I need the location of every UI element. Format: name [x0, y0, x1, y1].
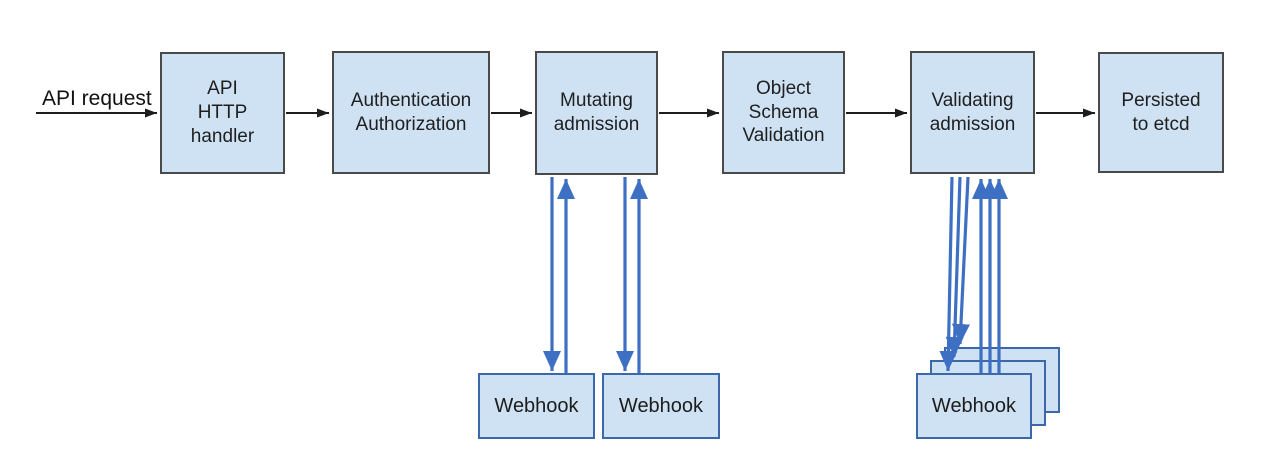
mutating-webhook-2: Webhook	[602, 373, 720, 439]
validating-webhook: Webhook	[916, 373, 1032, 439]
stage-validating-admission-label: Validating admission	[929, 89, 1016, 135]
stage-api-http-handler-label: API HTTP handler	[190, 78, 255, 147]
stage-persisted-to-etcd-label: Persisted to etcd	[1121, 89, 1201, 135]
mutating-webhook-1-label: Webhook	[494, 394, 579, 417]
stage-mutating-admission-label: Mutating admission	[553, 90, 640, 135]
stage-api-http-handler: API HTTP handler	[160, 52, 285, 174]
stage-mutating-admission: Mutating admission	[535, 51, 658, 175]
api-request-label: API request	[42, 87, 152, 110]
stage-validating-admission: Validating admission	[910, 51, 1035, 174]
mutating-webhook-2-label: Webhook	[618, 394, 704, 417]
stage-authentication-authorization: Authentication Authorization	[332, 51, 490, 174]
stage-object-schema-validation: Object Schema Validation	[722, 51, 845, 174]
stage-authentication-authorization-label: Authentication Authorization	[350, 89, 472, 135]
arrow-validating-to-webhook-back	[951, 176, 970, 345]
arrow-validating-to-webhook-mid	[945, 176, 964, 358]
mutating-webhook-1: Webhook	[478, 373, 595, 439]
validating-webhook-label: Webhook	[931, 394, 1017, 417]
stage-persisted-to-etcd: Persisted to etcd	[1098, 52, 1224, 173]
stage-object-schema-validation-label: Object Schema Validation	[742, 77, 825, 147]
arrow-validating-to-webhook-front	[939, 176, 958, 372]
